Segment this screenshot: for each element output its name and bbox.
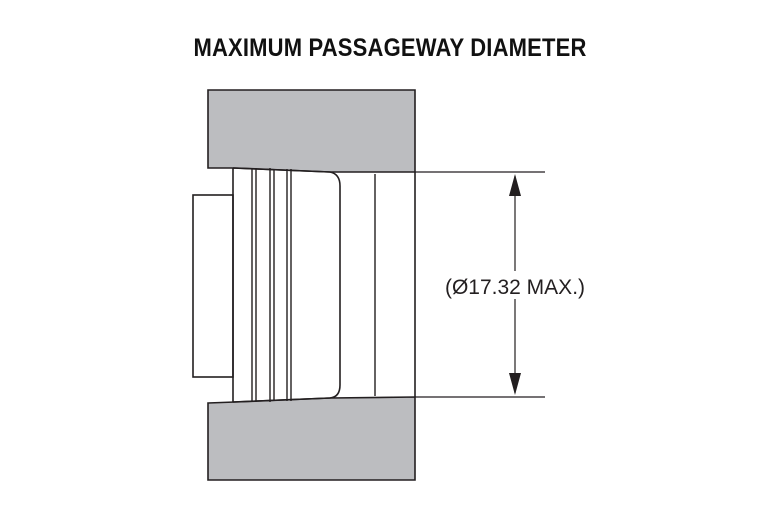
upper-wall (207, 89, 416, 173)
lower-wall (207, 396, 416, 481)
dimension-label: (Ø17.32 MAX.) (445, 276, 585, 299)
arrowhead-bottom (509, 373, 521, 395)
arrowhead-top (509, 174, 521, 196)
diagram-title: MAXIMUM PASSAGEWAY DIAMETER (193, 34, 587, 62)
left-flange (192, 194, 234, 378)
fitting-body (232, 167, 341, 403)
dimension-label-bg (440, 271, 590, 299)
